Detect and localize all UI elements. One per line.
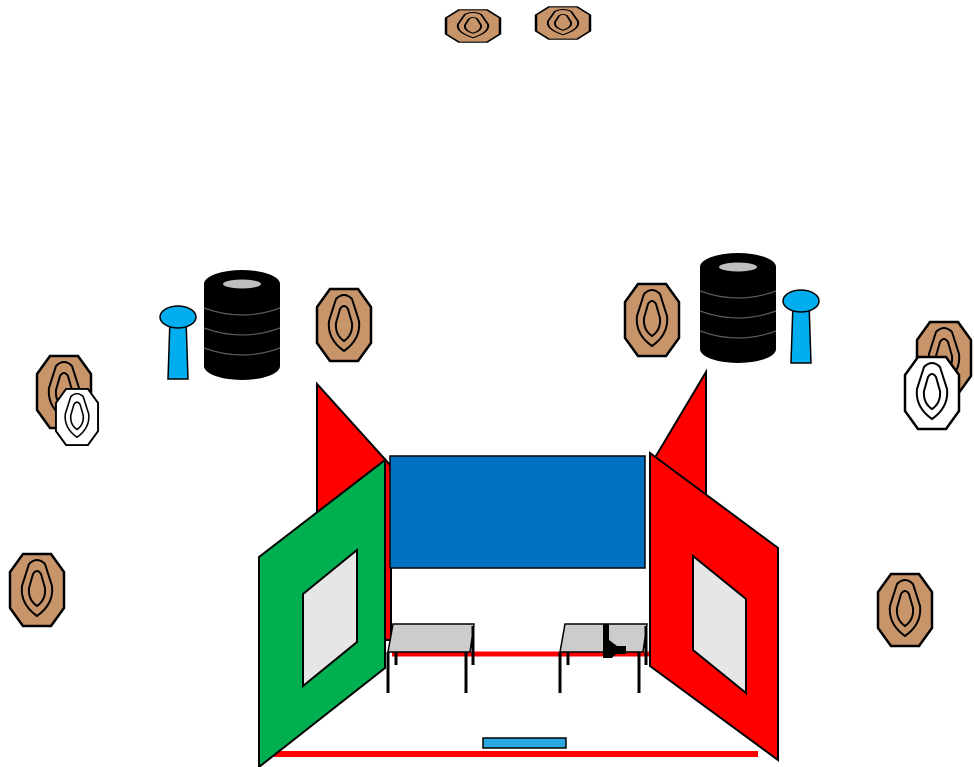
barrel (203, 269, 281, 381)
paper-target (315, 287, 373, 363)
paper-target (534, 5, 592, 41)
paper-target (444, 8, 502, 44)
no-shoot-target (54, 387, 100, 447)
popper (782, 289, 820, 364)
paper-target (876, 572, 934, 648)
start-position-marker (482, 737, 567, 749)
barrel (699, 252, 777, 364)
handgun-icon (603, 624, 626, 658)
paper-target (8, 552, 66, 628)
blue-back-wall (389, 455, 646, 569)
no-shoot-target (903, 355, 961, 431)
table-right (558, 623, 648, 693)
table-left (386, 623, 475, 693)
window-right (692, 553, 747, 696)
paper-target (623, 282, 681, 358)
popper (159, 305, 197, 380)
window-left (302, 547, 358, 689)
